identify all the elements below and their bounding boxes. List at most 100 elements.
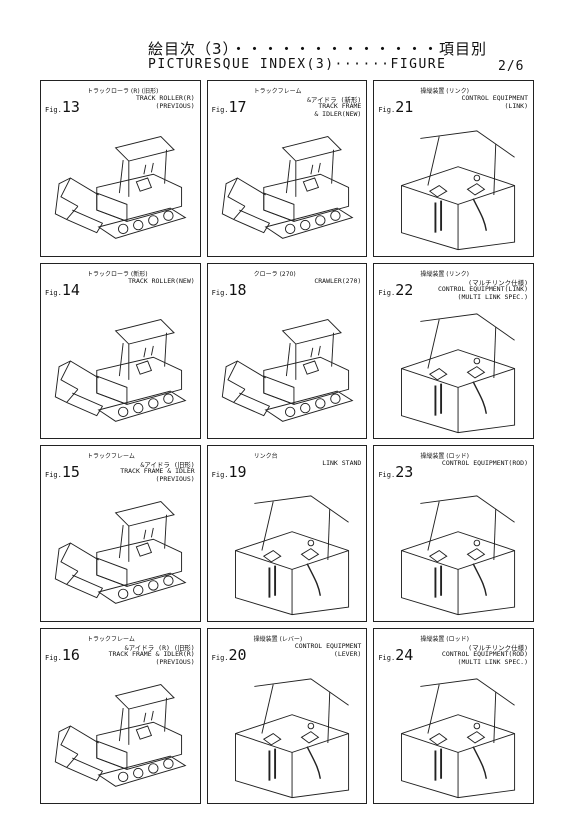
figure-cell: Fig.17 トラックフレーム&アイドラ (新形)TRACK FRAME& IDL… <box>206 80 368 257</box>
title-japanese: 絵目次（3）・・・・・・・・・・・・・項目別 <box>148 40 488 58</box>
figure-prefix: Fig. <box>378 106 396 114</box>
figure-number: 15 <box>61 463 80 481</box>
figure-illustration <box>45 494 196 617</box>
figure-title-english: (PREVIOUS) <box>155 475 195 483</box>
figure-caption: Fig.13 トラックローラ (R) (旧形)TRACK ROLLER(R)(PR… <box>45 84 197 128</box>
figure-title-english: LINK STAND <box>322 459 362 467</box>
control-equipment-drawing <box>401 677 516 798</box>
figure-title-japanese: 操縦装置 (ロッド) <box>420 453 469 460</box>
figure-title-english: (LINK) <box>504 102 528 110</box>
excavator-drawing <box>54 318 187 422</box>
figure-title-english: TRACK FRAME <box>318 102 362 110</box>
figure-title-english: TRACK ROLLER(R) <box>135 94 195 102</box>
figure-cell: Fig.20 操縦装置 (レバー)CONTROL EQUIPMENT(LEVER) <box>206 627 368 804</box>
figure-caption: Fig.20 操縦装置 (レバー)CONTROL EQUIPMENT(LEVER) <box>212 632 364 676</box>
figure-title-japanese: トラックフレーム <box>253 88 302 95</box>
figure-prefix: Fig. <box>378 653 396 662</box>
control-equipment-drawing <box>401 495 516 616</box>
figure-title-english: (LEVER) <box>333 649 362 658</box>
figure-number: 22 <box>395 280 414 299</box>
figure-number: 19 <box>228 463 247 481</box>
figure-prefix: Fig. <box>378 288 396 297</box>
figure-label: Fig.16 <box>45 646 80 664</box>
figure-label: Fig.17 <box>212 98 247 116</box>
figure-title-japanese: クローラ (270) <box>253 270 296 278</box>
figure-number: 20 <box>228 645 247 664</box>
figure-number: 18 <box>228 280 247 299</box>
figure-illustration <box>212 312 363 435</box>
figure-title-japanese: トラックフレーム <box>87 453 135 460</box>
figure-prefix: Fig. <box>211 653 229 662</box>
figure-cell: Fig.13 トラックローラ (R) (旧形)TRACK ROLLER(R)(PR… <box>40 80 201 257</box>
excavator-drawing <box>54 501 187 604</box>
figure-number: 16 <box>61 645 80 664</box>
figure-prefix: Fig. <box>45 653 62 662</box>
figure-title-english: (PREVIOUS) <box>155 102 195 110</box>
figure-illustration <box>212 129 363 252</box>
figure-title-english: (マルチリンク仕様) <box>468 278 528 287</box>
figure-title-japanese: 操縦装置 (ロッド) <box>420 635 469 643</box>
figure-prefix: Fig. <box>45 471 62 479</box>
figure-prefix: Fig. <box>378 471 396 479</box>
figure-caption: Fig.18 クローラ (270) CRAWLER(270) <box>212 267 364 311</box>
figure-title-japanese: 操縦装置 (レバー) <box>253 635 303 643</box>
figure-title-japanese: トラックフレーム <box>87 635 135 643</box>
figure-illustration <box>45 677 196 800</box>
figure-title-english: TRACK FRAME & IDLER(R) <box>108 649 195 658</box>
figure-illustration <box>378 312 529 435</box>
figure-title-english: CRAWLER(270) <box>314 276 362 285</box>
figure-title-english: (MULTI LINK SPEC.) <box>457 657 528 666</box>
figure-number: 14 <box>61 280 80 299</box>
figure-title-japanese: トラックローラ (R) (旧形) <box>87 88 159 95</box>
excavator-drawing <box>54 136 187 239</box>
figure-number: 23 <box>395 463 414 481</box>
control-equipment-drawing <box>234 495 349 616</box>
title-english: PICTURESQUE INDEX(3)······FIGURE <box>148 57 447 72</box>
figure-illustration <box>212 494 363 617</box>
figure-label: Fig.22 <box>378 281 413 299</box>
figure-label: Fig.19 <box>212 463 247 481</box>
figure-title-english: &アイドラ (旧形) <box>140 461 195 469</box>
figure-label: Fig.13 <box>45 98 80 116</box>
figure-label: Fig.20 <box>212 646 247 664</box>
figure-number: 13 <box>61 98 80 116</box>
figure-prefix: Fig. <box>45 288 62 297</box>
figure-prefix: Fig. <box>45 106 62 114</box>
figure-illustration <box>378 494 529 617</box>
figure-prefix: Fig. <box>211 471 229 479</box>
excavator-drawing <box>221 136 354 239</box>
excavator-drawing <box>54 683 187 787</box>
figure-title-english: CONTROL EQUIPMENT <box>461 94 528 102</box>
figure-title-japanese: 操縦装置 (リンク) <box>420 270 469 278</box>
figure-cell: Fig.18 クローラ (270) CRAWLER(270) <box>206 262 368 439</box>
figure-title-english: CONTROL EQUIPMENT <box>294 641 362 650</box>
figure-label: Fig.21 <box>378 98 413 116</box>
figure-title-english: &アイドラ (新形) <box>306 96 362 104</box>
figure-title-english: (PREVIOUS) <box>155 657 195 666</box>
figure-label: Fig.18 <box>212 281 247 299</box>
figure-number: 21 <box>395 98 414 116</box>
figure-title-english: CONTROL EQUIPMENT(ROD) <box>441 649 528 658</box>
control-equipment-drawing <box>401 130 516 251</box>
figure-title-english: TRACK ROLLER(NEW) <box>128 276 195 285</box>
figure-title-english: & IDLER(NEW) <box>314 110 362 118</box>
figure-title-english: (マルチリンク仕様) <box>468 643 528 652</box>
figure-prefix: Fig. <box>211 106 229 114</box>
control-equipment-drawing <box>401 312 516 433</box>
figure-number: 17 <box>228 98 247 116</box>
